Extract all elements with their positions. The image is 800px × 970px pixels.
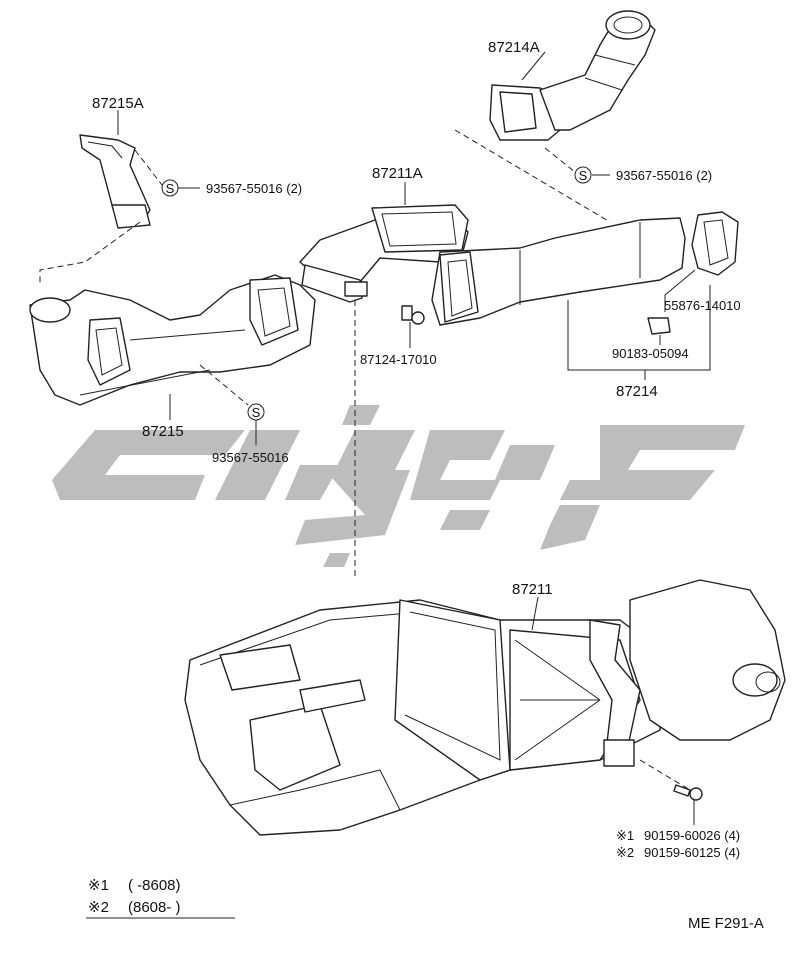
date-range-notes: ※1 ( -8608) ※2 (8608- ) bbox=[86, 877, 235, 919]
note-range-2: (8608- ) bbox=[128, 899, 181, 916]
label-87214: 87214 bbox=[616, 383, 658, 400]
note-range-1: ( -8608) bbox=[128, 877, 181, 894]
label-87124: 87124-17010 bbox=[360, 352, 437, 367]
label-clip-a: 93567-55016 (2) bbox=[206, 181, 302, 196]
watermark-logo bbox=[52, 405, 745, 567]
label-clip-b: 93567-55016 (2) bbox=[616, 168, 712, 183]
label-90183: 90183-05094 bbox=[612, 346, 689, 361]
heater-unit-87211 bbox=[184, 579, 786, 836]
note-mark-1: ※1 bbox=[88, 877, 109, 894]
label-55876: 55876-14010 bbox=[664, 298, 741, 313]
duct-87214A bbox=[489, 10, 656, 141]
note-mark-2: ※2 bbox=[88, 899, 109, 916]
duct-87215 bbox=[29, 274, 316, 406]
label-87211A: 87211A bbox=[372, 165, 423, 182]
clip-90183 bbox=[647, 317, 671, 335]
label-clip-c: 93567-55016 bbox=[212, 450, 289, 465]
svg-text:S: S bbox=[252, 405, 261, 420]
svg-text:S: S bbox=[579, 168, 588, 183]
clip-symbol-a: S bbox=[161, 179, 179, 197]
label-87215: 87215 bbox=[142, 423, 184, 440]
duct-87214 bbox=[431, 211, 739, 326]
figure-code: ME F291-A bbox=[688, 915, 764, 932]
duct-87211A bbox=[299, 204, 469, 303]
screw-90159 bbox=[673, 784, 703, 801]
duct-87215A bbox=[79, 134, 151, 229]
clip-symbol-b: S bbox=[574, 166, 592, 184]
svg-text:S: S bbox=[166, 181, 175, 196]
clip-symbol-c: S bbox=[247, 403, 265, 421]
label-screw-2: 90159-60125 (4) bbox=[644, 845, 740, 860]
label-87211: 87211 bbox=[512, 581, 553, 598]
label-87215A: 87215A bbox=[92, 95, 144, 112]
label-87214A: 87214A bbox=[488, 39, 540, 56]
screw-mark-2: ※2 bbox=[616, 845, 634, 860]
bolt-87124 bbox=[401, 305, 425, 325]
label-screw-1: 90159-60026 (4) bbox=[644, 828, 740, 843]
screw-mark-1: ※1 bbox=[616, 828, 634, 843]
